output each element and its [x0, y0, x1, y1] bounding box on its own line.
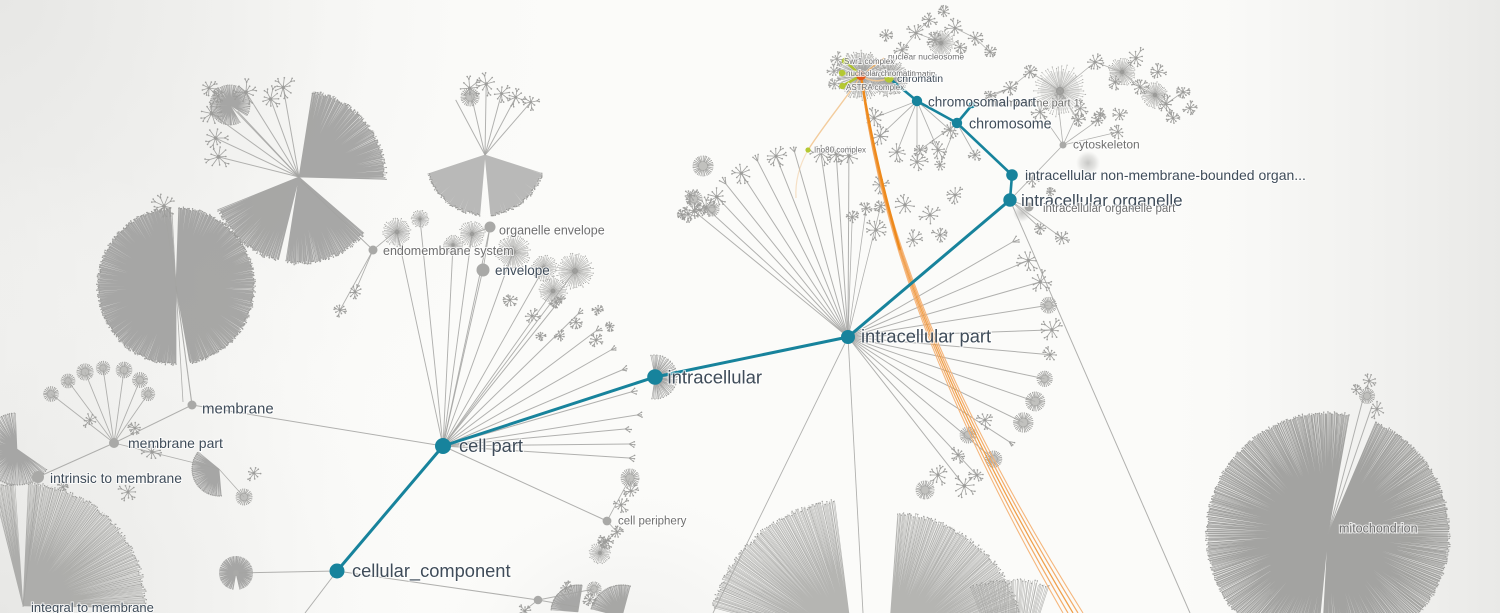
svg-text:intracellular organelle part: intracellular organelle part: [1043, 203, 1176, 215]
svg-text:ASTRA complex: ASTRA complex: [846, 83, 904, 92]
svg-text:intracellular organelle: intracellular organelle: [1021, 191, 1183, 210]
svg-text:intrinsic to membrane: intrinsic to membrane: [50, 471, 182, 486]
svg-text:chromosome: chromosome: [969, 117, 1052, 133]
svg-text:chromosome part 1: chromosome part 1: [985, 98, 1080, 110]
svg-text:cell periphery: cell periphery: [618, 516, 687, 528]
svg-text:chromatin: chromatin: [897, 73, 943, 85]
svg-text:membrane: membrane: [202, 401, 274, 418]
svg-text:nucleolar chromatin: nucleolar chromatin: [846, 69, 916, 78]
svg-text:nuclear nucleosome: nuclear nucleosome: [888, 52, 964, 62]
svg-text:membrane part: membrane part: [128, 435, 223, 451]
svg-text:endomembrane system: endomembrane system: [383, 244, 514, 258]
svg-text:envelope: envelope: [495, 263, 550, 278]
svg-text:Swr1 complex: Swr1 complex: [844, 57, 894, 66]
svg-text:nuclear chromatin: nuclear chromatin: [868, 69, 936, 79]
svg-text:Ino80 complex: Ino80 complex: [814, 146, 866, 155]
svg-text:intracellular non-membrane-bou: intracellular non-membrane-bounded organ…: [1025, 167, 1306, 183]
svg-text:cell part: cell part: [459, 435, 523, 456]
svg-text:mitochondrion: mitochondrion: [1339, 522, 1418, 536]
svg-text:integral to membrane: integral to membrane: [31, 600, 154, 613]
svg-text:intracellular part: intracellular part: [861, 326, 991, 347]
svg-text:cytoskeleton: cytoskeleton: [1073, 138, 1140, 152]
svg-text:chromosomal part: chromosomal part: [928, 95, 1036, 110]
svg-text:cellular_component: cellular_component: [352, 560, 511, 582]
svg-text:intracellular: intracellular: [668, 367, 763, 388]
svg-text:organelle envelope: organelle envelope: [499, 224, 605, 238]
